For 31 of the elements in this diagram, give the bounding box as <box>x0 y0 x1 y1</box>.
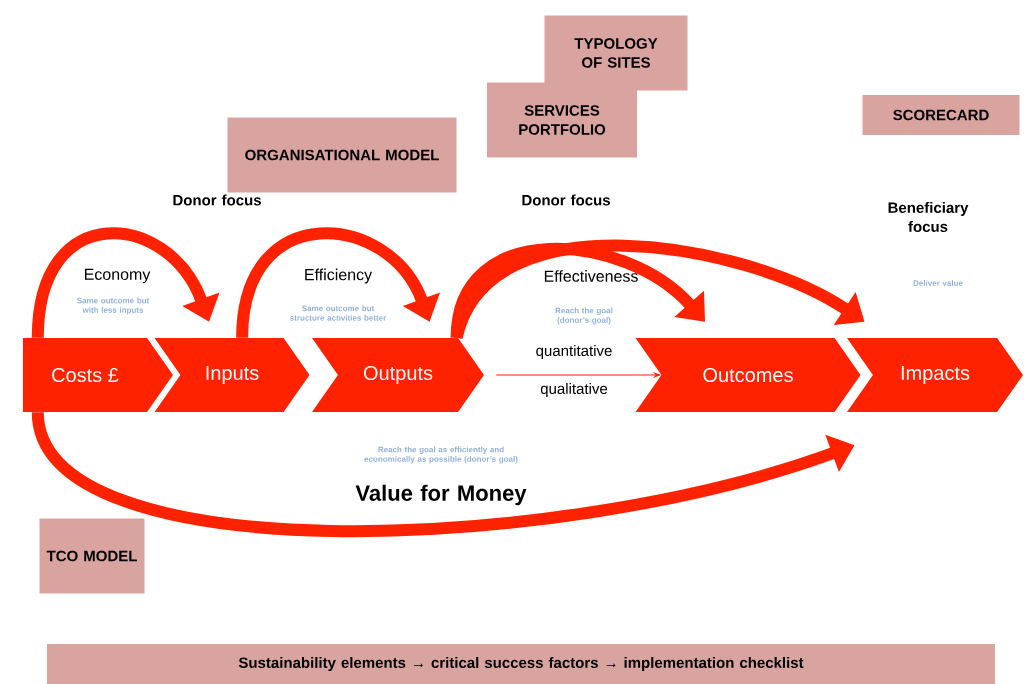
process-step: Outcomes <box>635 338 861 412</box>
note-text: Deliver value <box>913 280 963 286</box>
arc-label: Efficiency <box>305 268 373 284</box>
arc-label: Economy <box>85 268 151 284</box>
node-label: SERVICES PORTFOLIO <box>519 105 606 135</box>
node-label: TYPOLOGY OF SITES <box>574 38 658 68</box>
process-step: Costs £ <box>22 338 173 412</box>
process-step: Inputs <box>154 338 310 412</box>
arc-label: Effectiveness <box>544 270 638 282</box>
note-text: Same outcome but structure activities better <box>290 305 387 321</box>
focus-heading: Beneficiary focus <box>888 202 969 232</box>
node-label: Inputs <box>206 366 259 384</box>
label-box: SCORECARD <box>862 95 1020 135</box>
label-box: Sustainability elements → critical success factors → implementation checklist <box>47 644 995 684</box>
label-box: TYPOLOGY OF SITES <box>544 15 688 91</box>
label-box: TCO MODEL <box>39 518 145 594</box>
curved-arrow <box>236 227 441 339</box>
edge-label: quantitative <box>534 344 614 360</box>
process-step: Outputs <box>312 338 484 412</box>
label-box: ORGANISATIONAL MODEL <box>227 117 457 193</box>
focus-heading: Donor focus <box>173 194 261 206</box>
caption-text: Value for Money <box>355 484 527 506</box>
arrow-label: qualitative <box>540 383 608 397</box>
note-text: Same outcome but with less inputs <box>77 297 150 315</box>
curved-arrow <box>31 227 220 339</box>
label-box: SERVICES PORTFOLIO <box>487 82 637 158</box>
note-text: Reach the goal (donor’s goal) <box>555 307 613 325</box>
node-label: Costs £ <box>52 367 119 383</box>
note-text: Reach the goal as efficiently and economically as possible (donor’s goal) <box>364 446 518 464</box>
focus-heading: Donor focus <box>522 194 610 206</box>
process-step: Impacts <box>847 338 1023 412</box>
